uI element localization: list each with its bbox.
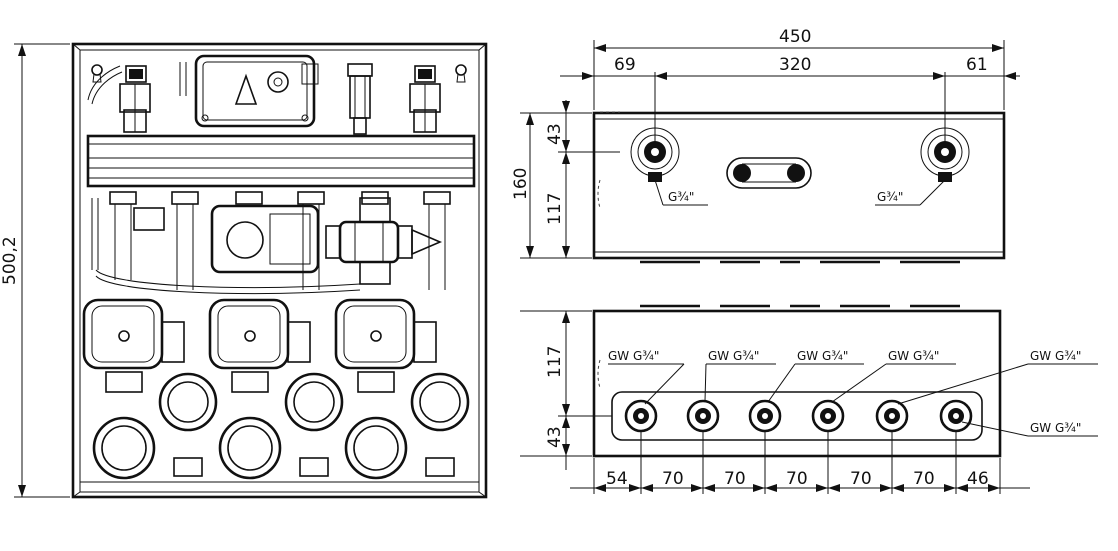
top-height-lower: 117 <box>545 193 565 225</box>
port-6-label: GW G¾" <box>1030 421 1081 435</box>
front-housing-outline <box>71 42 488 499</box>
top-width-total: 450 <box>779 27 811 47</box>
port-4-icon <box>811 399 845 433</box>
port-3-label: GW G¾" <box>797 349 848 363</box>
top-height-upper: 43 <box>545 123 565 145</box>
front-height-label: 500,2 <box>0 236 20 285</box>
dial-icon <box>267 71 289 93</box>
port-5-label: GW G¾" <box>1030 349 1081 363</box>
port-left-icon <box>630 127 680 182</box>
spacing-1: 54 <box>606 469 628 489</box>
circulation-pump-3 <box>334 298 437 370</box>
header-manifold <box>86 134 476 188</box>
port-2-icon <box>686 399 720 433</box>
port-right-icon <box>920 127 970 182</box>
port-2-label: GW G¾" <box>708 349 759 363</box>
valve-top-left <box>119 65 151 133</box>
spacing-4: 70 <box>786 469 808 489</box>
controller-box <box>194 54 319 128</box>
top-offset-left: 69 <box>614 55 636 75</box>
manifold-connectors <box>109 191 451 290</box>
port-1-icon <box>624 399 658 433</box>
port-left-label: G¾" <box>668 190 694 204</box>
port-strip <box>611 391 983 441</box>
ball-valves <box>92 372 470 480</box>
air-vent <box>347 63 373 135</box>
spacing-5: 70 <box>850 469 872 489</box>
port-5-icon <box>875 399 909 433</box>
port-1-label: GW G¾" <box>608 349 659 363</box>
keyhole-icon <box>455 64 467 83</box>
valve-top-right <box>409 65 441 133</box>
spacing-3: 70 <box>724 469 746 489</box>
bottom-height-lower: 43 <box>545 426 565 448</box>
top-spacing: 320 <box>779 55 811 75</box>
bottom-housing-outline <box>592 309 1002 458</box>
mixing-valve <box>325 197 443 285</box>
top-height-total: 160 <box>511 168 531 200</box>
front-housing-inner <box>79 49 480 493</box>
warning-triangle-icon <box>234 73 258 105</box>
circulation-pump-2 <box>208 298 311 370</box>
bottom-view: GW G¾" GW G¾" GW G¾" GW G¾" GW G¾" GW G¾… <box>520 304 1098 494</box>
front-view: 500,2 <box>0 42 488 499</box>
port-right-label: G¾" <box>877 190 903 204</box>
cable-slot-icon <box>726 157 812 189</box>
bottom-height-upper: 117 <box>545 346 565 378</box>
port-3-icon <box>748 399 782 433</box>
top-housing-outline <box>592 111 1006 260</box>
spacing-6: 70 <box>913 469 935 489</box>
port-6-icon <box>939 399 973 433</box>
spacing-2: 70 <box>662 469 684 489</box>
spacing-7: 46 <box>967 469 989 489</box>
top-offset-right: 61 <box>966 55 988 75</box>
keyhole-icon <box>91 64 103 83</box>
port-4-label: GW G¾" <box>888 349 939 363</box>
top-view: 450 69 320 61 160 43 117 <box>511 27 1020 264</box>
circulation-pump-1 <box>82 298 185 370</box>
mixing-pump <box>210 204 320 274</box>
